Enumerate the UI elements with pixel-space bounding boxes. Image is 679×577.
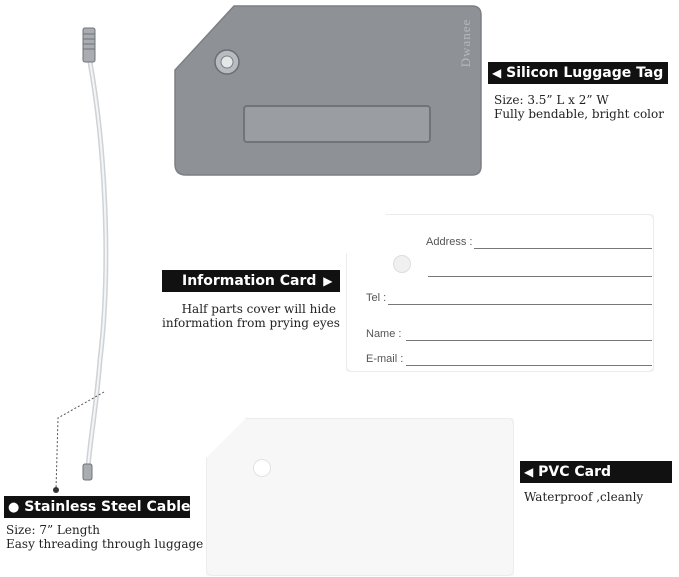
tag-size-text: Size: 3.5” L x 2” W — [494, 93, 609, 107]
cable-desc-text: Easy threading through luggage — [6, 537, 204, 551]
address-field-label: Address : — [426, 236, 473, 248]
pvc-card — [206, 418, 514, 576]
tag-brand-text: Dwanee — [458, 18, 473, 68]
info-card-caption-2: information from prying eyes — [162, 316, 340, 330]
email-line — [406, 365, 652, 366]
name-line — [406, 340, 652, 341]
cable-wire — [85, 59, 109, 471]
cable-label: ● Stainless Steel Cable — [4, 496, 191, 518]
tel-line — [388, 304, 652, 305]
cable-size-text: Size: 7” Length — [6, 523, 100, 537]
address-line-1 — [474, 248, 652, 249]
cable-pointer-line — [55, 391, 105, 491]
dot-icon: ● — [8, 500, 20, 515]
silicon-luggage-tag — [174, 5, 482, 176]
information-card — [346, 214, 654, 372]
left-arrow-icon: ◀ — [524, 465, 534, 479]
pvc-card-caption: Waterproof ,cleanly — [524, 490, 644, 504]
silicon-tag-label: ◀ Silicon Luggage Tag — [488, 62, 668, 84]
right-arrow-icon: ▶ — [323, 274, 333, 288]
tag-window — [243, 105, 431, 143]
cable-bottom-fitting — [82, 463, 93, 481]
steel-cable-illustration — [53, 27, 109, 493]
info-card-caption-1: Half parts cover will hide — [181, 302, 336, 316]
address-line-2 — [428, 276, 652, 277]
tel-field-label: Tel : — [366, 292, 387, 304]
left-arrow-icon: ◀ — [492, 66, 502, 80]
email-field-label: E-mail : — [366, 353, 404, 365]
pvc-card-label: ◀ PVC Card — [520, 461, 672, 483]
cable-top-fitting — [82, 27, 96, 63]
info-card-hole — [393, 255, 411, 273]
name-field-label: Name : — [366, 328, 402, 340]
tag-desc-text: Fully bendable, bright color — [494, 107, 664, 121]
information-card-label: Information Card ▶ — [162, 270, 340, 292]
pvc-card-hole — [253, 459, 271, 477]
